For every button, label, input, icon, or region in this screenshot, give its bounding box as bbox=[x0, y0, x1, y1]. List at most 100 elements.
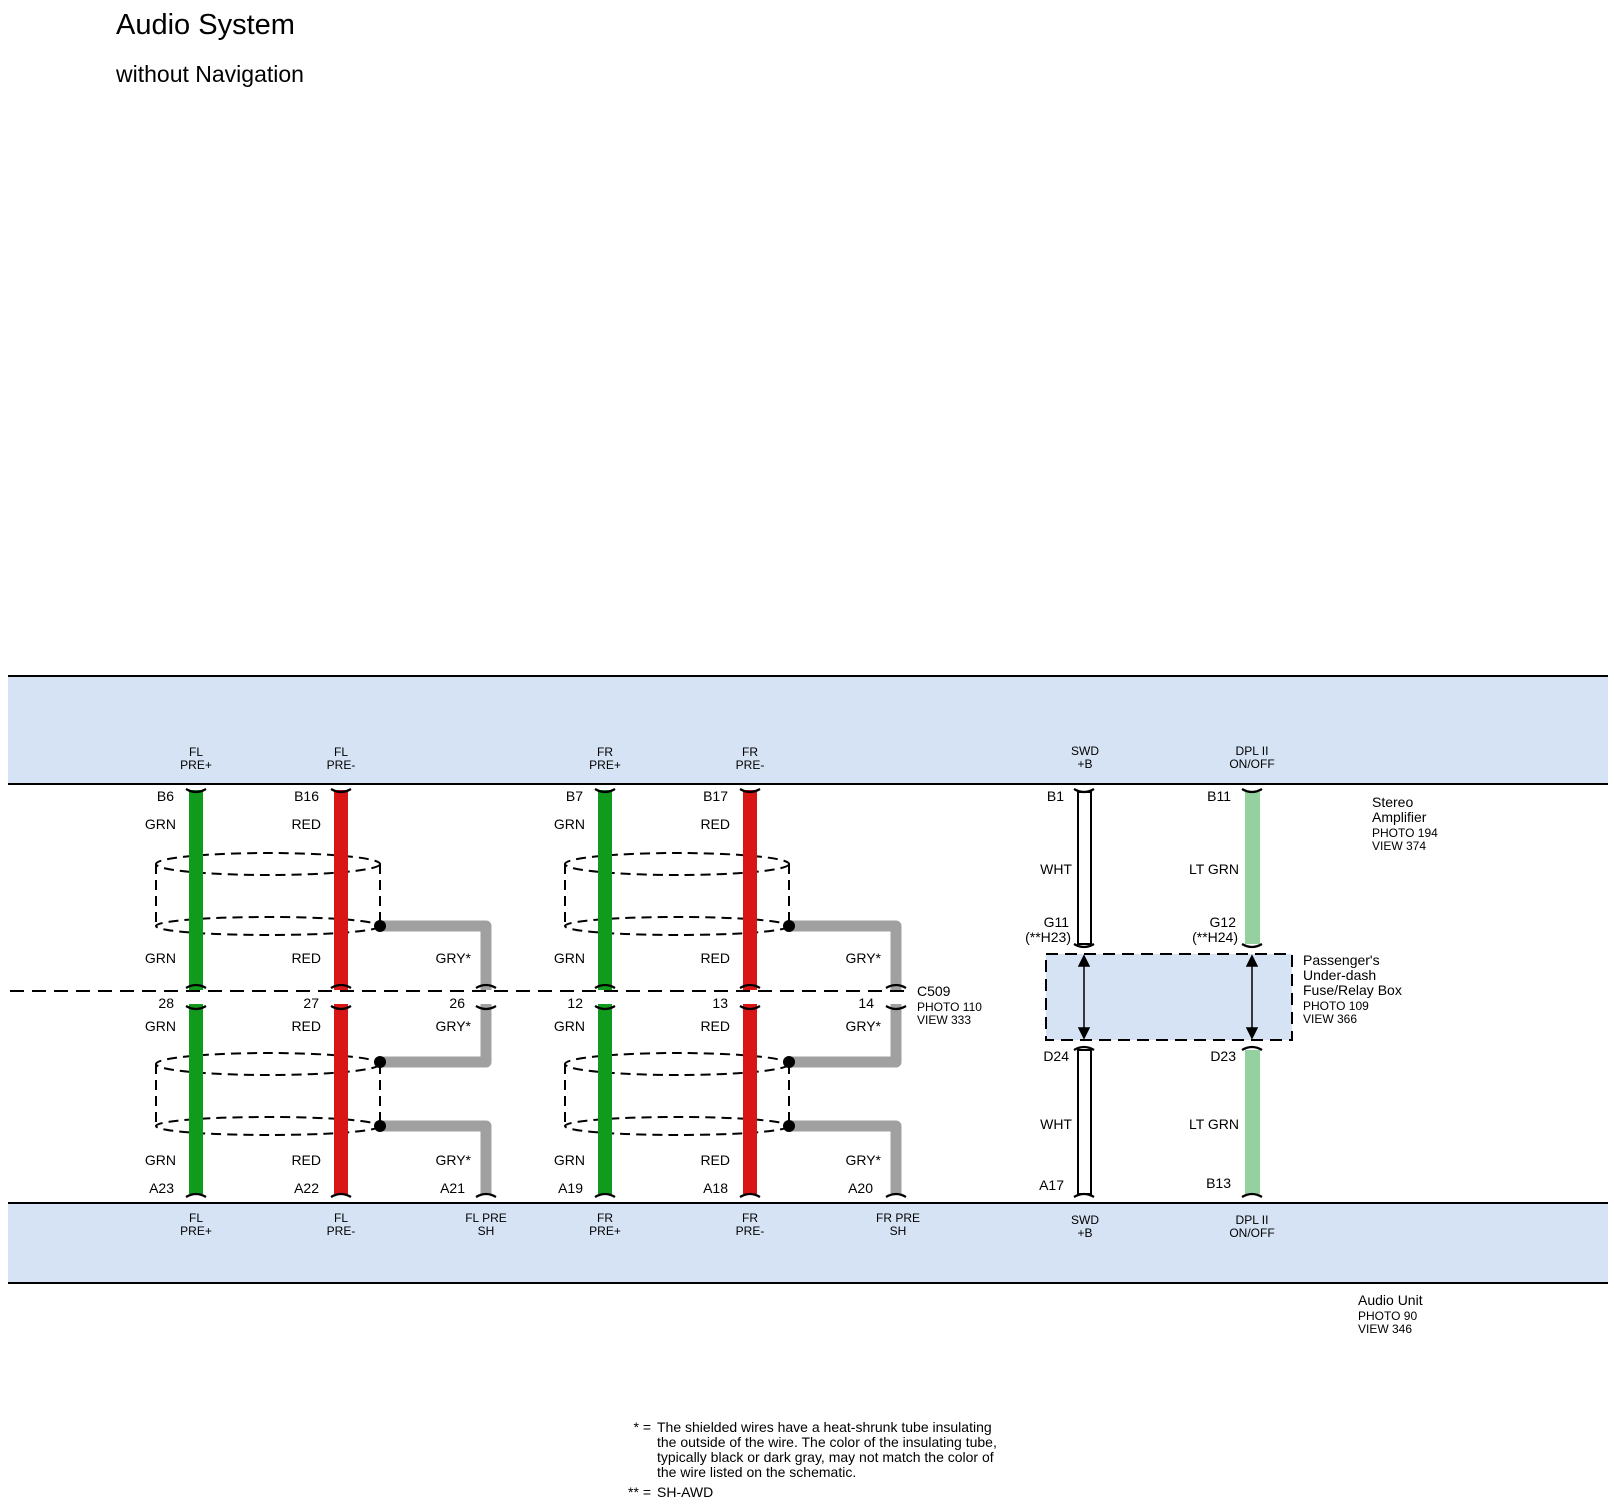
svg-text:B6: B6 bbox=[157, 788, 174, 804]
wire-fr-minus-lower bbox=[743, 1004, 757, 1194]
stereo-amp-photo: PHOTO 194 bbox=[1372, 826, 1438, 840]
svg-text:D23: D23 bbox=[1210, 1048, 1236, 1064]
svg-text:RED: RED bbox=[291, 816, 321, 832]
audio-unit-band bbox=[8, 1202, 1608, 1284]
svg-text:GRN: GRN bbox=[145, 1152, 176, 1168]
c509-photo: PHOTO 110 bbox=[917, 1000, 982, 1014]
svg-text:GRN: GRN bbox=[145, 950, 176, 966]
terminal-marks bbox=[185, 788, 1263, 1198]
audio-unit-name: Audio Unit bbox=[1358, 1292, 1423, 1308]
note-2-text: SH-AWD bbox=[657, 1484, 713, 1500]
svg-text:(**H23): (**H23) bbox=[1025, 929, 1071, 945]
svg-text:RED: RED bbox=[291, 950, 321, 966]
shield-tubes bbox=[155, 852, 790, 1136]
stereo-amp-view: VIEW 374 bbox=[1372, 839, 1426, 853]
svg-text:26: 26 bbox=[449, 995, 465, 1011]
svg-text:WHT: WHT bbox=[1040, 1116, 1072, 1132]
svg-text:FR: FR bbox=[597, 745, 613, 759]
page-title: Audio System bbox=[116, 9, 295, 41]
svg-text:ON/OFF: ON/OFF bbox=[1229, 757, 1274, 771]
svg-text:B13: B13 bbox=[1206, 1175, 1231, 1191]
fuse-box-name-1: Passenger's bbox=[1303, 952, 1380, 968]
svg-text:RED: RED bbox=[291, 1152, 321, 1168]
svg-text:GRY*: GRY* bbox=[435, 950, 471, 966]
wire-fl-plus-upper bbox=[189, 790, 203, 990]
wire-swd-upper bbox=[1077, 791, 1092, 945]
svg-text:GRY*: GRY* bbox=[435, 1018, 471, 1034]
wire-fl-minus-upper bbox=[334, 790, 348, 990]
svg-text:FR: FR bbox=[597, 1211, 613, 1225]
svg-text:GRN: GRN bbox=[145, 816, 176, 832]
svg-text:GRY*: GRY* bbox=[845, 1152, 881, 1168]
fuse-box-photo: PHOTO 109 bbox=[1303, 999, 1369, 1013]
stereo-amplifier-band bbox=[8, 675, 1608, 785]
svg-text:13: 13 bbox=[712, 995, 728, 1011]
svg-text:GRY*: GRY* bbox=[845, 1018, 881, 1034]
svg-text:GRY*: GRY* bbox=[845, 950, 881, 966]
note-1-line-3: typically black or dark gray, may not ma… bbox=[657, 1449, 994, 1465]
fuse-box-name-3: Fuse/Relay Box bbox=[1303, 982, 1402, 998]
wire-fr-sh-middle bbox=[789, 1004, 902, 1068]
audio-unit-view: VIEW 346 bbox=[1358, 1322, 1412, 1336]
svg-text:B16: B16 bbox=[294, 788, 319, 804]
svg-text:SWD: SWD bbox=[1071, 744, 1099, 758]
page-subtitle: without Navigation bbox=[115, 61, 304, 87]
note-1-mark: * = bbox=[633, 1419, 651, 1435]
svg-text:DPL II: DPL II bbox=[1236, 744, 1269, 758]
fuse-box-view: VIEW 366 bbox=[1303, 1012, 1357, 1026]
svg-text:A18: A18 bbox=[703, 1180, 728, 1196]
svg-text:PRE-: PRE- bbox=[327, 1224, 356, 1238]
svg-text:A21: A21 bbox=[440, 1180, 465, 1196]
wire-dpl-upper bbox=[1245, 792, 1260, 944]
svg-text:G12: G12 bbox=[1210, 914, 1237, 930]
footnotes: * = The shielded wires have a heat-shrun… bbox=[628, 1419, 997, 1500]
component-labels: Stereo Amplifier PHOTO 194 VIEW 374 C509… bbox=[917, 794, 1438, 1336]
svg-text:A23: A23 bbox=[149, 1180, 174, 1196]
wire-fr-sh-upper bbox=[789, 920, 902, 990]
audio-unit-pin-labels: FL PRE+ FL PRE- FL PRE SH FR PRE+ FR PRE… bbox=[180, 1211, 1275, 1240]
svg-text:GRN: GRN bbox=[145, 1018, 176, 1034]
svg-text:PRE+: PRE+ bbox=[180, 758, 212, 772]
svg-text:FR: FR bbox=[742, 1211, 758, 1225]
svg-text:G11: G11 bbox=[1044, 914, 1070, 930]
fuse-box-name-2: Under-dash bbox=[1303, 967, 1376, 983]
wire-labels: B6 GRN GRN 28 GRN GRN A23 B16 RED RED 27… bbox=[145, 788, 1239, 1196]
svg-text:B17: B17 bbox=[703, 788, 728, 804]
fuse-box-arrows bbox=[1077, 954, 1259, 1040]
wire-fl-plus-lower bbox=[189, 1004, 203, 1194]
svg-text:PRE+: PRE+ bbox=[180, 1224, 212, 1238]
svg-text:LT GRN: LT GRN bbox=[1189, 861, 1239, 877]
svg-text:RED: RED bbox=[291, 1018, 321, 1034]
svg-text:PRE-: PRE- bbox=[327, 758, 356, 772]
wire-fr-plus-lower bbox=[598, 1004, 612, 1194]
svg-text:B1: B1 bbox=[1047, 788, 1064, 804]
svg-text:A19: A19 bbox=[558, 1180, 583, 1196]
svg-text:GRN: GRN bbox=[554, 1152, 585, 1168]
svg-text:RED: RED bbox=[700, 816, 730, 832]
svg-text:FL: FL bbox=[189, 745, 203, 759]
svg-text:+B: +B bbox=[1077, 757, 1092, 771]
svg-text:(**H24): (**H24) bbox=[1192, 929, 1238, 945]
stereo-amp-name-2: Amplifier bbox=[1372, 809, 1427, 825]
svg-text:A22: A22 bbox=[294, 1180, 319, 1196]
svg-text:B7: B7 bbox=[566, 788, 583, 804]
svg-text:PRE-: PRE- bbox=[736, 758, 765, 772]
c509-name: C509 bbox=[917, 983, 951, 999]
svg-text:FR: FR bbox=[742, 745, 758, 759]
stereo-amp-name-1: Stereo bbox=[1372, 794, 1413, 810]
note-2-mark: ** = bbox=[628, 1484, 651, 1500]
svg-text:A17: A17 bbox=[1039, 1177, 1064, 1193]
note-1-line-4: the wire listed on the schematic. bbox=[657, 1464, 856, 1480]
svg-text:RED: RED bbox=[700, 1018, 730, 1034]
svg-text:FL PRE: FL PRE bbox=[465, 1211, 507, 1225]
wire-fl-sh-middle bbox=[380, 1004, 492, 1068]
svg-text:RED: RED bbox=[700, 1152, 730, 1168]
wire-fr-plus-upper bbox=[598, 790, 612, 990]
svg-text:DPL II: DPL II bbox=[1236, 1213, 1269, 1227]
wire-swd-lower bbox=[1077, 1049, 1092, 1195]
note-1-line-1: The shielded wires have a heat-shrunk tu… bbox=[657, 1419, 992, 1435]
svg-text:SH: SH bbox=[890, 1224, 907, 1238]
wire-dpl-lower bbox=[1245, 1050, 1260, 1194]
svg-text:SWD: SWD bbox=[1071, 1213, 1099, 1227]
